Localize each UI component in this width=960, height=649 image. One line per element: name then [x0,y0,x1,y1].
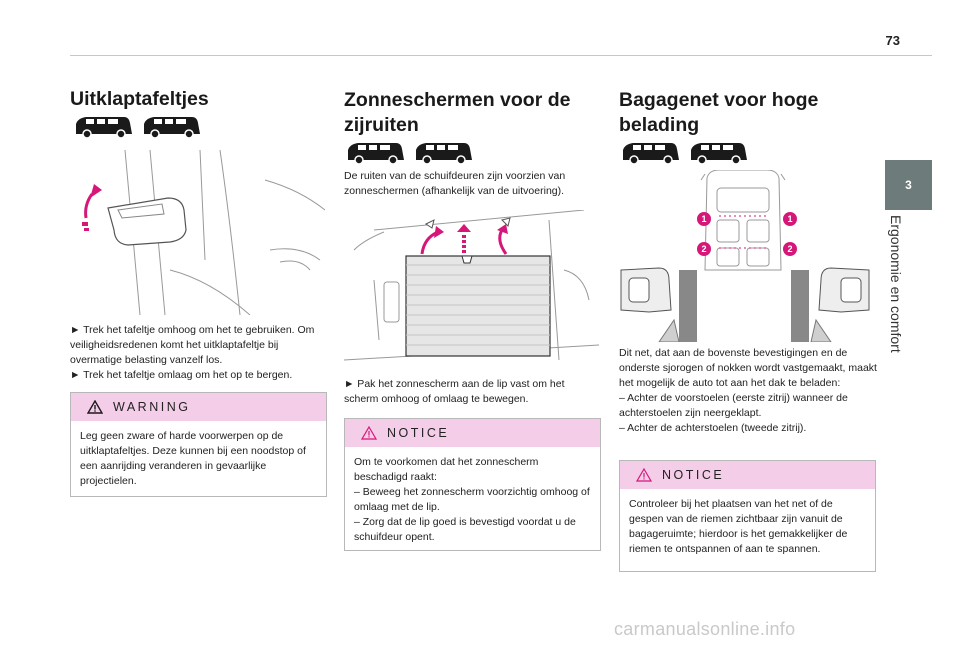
watermark: carmanualsonline.info [614,619,796,639]
sunblinds-instruction: ► Pak het zonnescherm aan de lip vast om… [344,378,565,405]
notice-triangle-icon [361,426,377,440]
marker-lower-right: 2 [783,242,797,256]
section-heading-sunblinds: Zonneschermen voor de zijruiten [344,89,571,136]
cargo-net-notice-box: NOTICE Controleer bij het plaatsen van h… [619,460,876,572]
van-icon [348,143,472,165]
marker-upper-right: 1 [783,212,797,226]
sunblind-illustration [343,209,600,375]
vehicle-icons [72,114,202,145]
folding-table-illustration [70,149,326,320]
tables-instructions: ► Trek het tafeltje omhoog om het te geb… [70,323,325,383]
cargo-net-illustration: 1 1 2 2 [619,170,874,342]
top-divider [70,55,932,56]
notice-line-1: Om te voorkomen dat het zonnescherm besc… [354,456,539,483]
cargo-net-list-item-2: – Achter de achterstoelen (tweede zitrij… [619,422,807,434]
sunblinds-intro: De ruiten van de schuifdeuren zijn voorz… [344,170,566,197]
warning-text: Leg geen zware of harde voorwerpen op de… [80,430,306,487]
cargo-net-list-item-1: – Achter de voorstoelen (eerste zitrij) … [619,392,848,419]
chapter-title: Ergonomie en comfort [888,215,928,395]
notice-line-2: – Beweeg het zonnescherm voorzichtig omh… [354,486,590,513]
warning-box: WARNING Leg geen zware of harde voorwerp… [70,392,327,497]
warning-header: WARNING [71,393,326,421]
cargo-net-text: Dit net, dat aan de bovenste bevestiging… [619,346,877,436]
warning-label: WARNING [113,400,191,414]
marker-lower-left: 2 [697,242,711,256]
notice-line-3: – Zorg dat de lip goed is bevestigd voor… [354,516,576,543]
vehicle-icons [344,140,474,171]
van-icon [623,143,747,165]
warning-triangle-icon [87,400,103,414]
section-heading-cargo-net: Bagagenet voor hoge belading [619,89,819,136]
tables-instruction-2: ► Trek het tafeltje omlaag om het op te … [70,369,293,381]
marker-upper-left: 1 [697,212,711,226]
notice-label: NOTICE [662,468,725,482]
chapter-title-text: Ergonomie en comfort [888,215,904,353]
sunblinds-notice-box: NOTICE Om te voorkomen dat het zonnesche… [344,418,601,551]
notice-header: NOTICE [345,419,600,447]
page-number: 73 [885,33,900,48]
tables-instruction-1: ► Trek het tafeltje omhoog om het te geb… [70,324,315,366]
cargo-notice-text: Controleer bij het plaatsen van het net … [629,498,848,555]
cargo-net-paragraph: Dit net, dat aan de bovenste bevestiging… [619,347,877,389]
notice-header: NOTICE [620,461,875,489]
notice-triangle-icon [636,468,652,482]
chapter-tab[interactable]: 3 [885,160,932,210]
notice-label: NOTICE [387,426,450,440]
van-icon [76,117,200,139]
vehicle-icons [619,140,749,171]
section-heading-tables: Uitklaptafeltjes [70,88,209,110]
